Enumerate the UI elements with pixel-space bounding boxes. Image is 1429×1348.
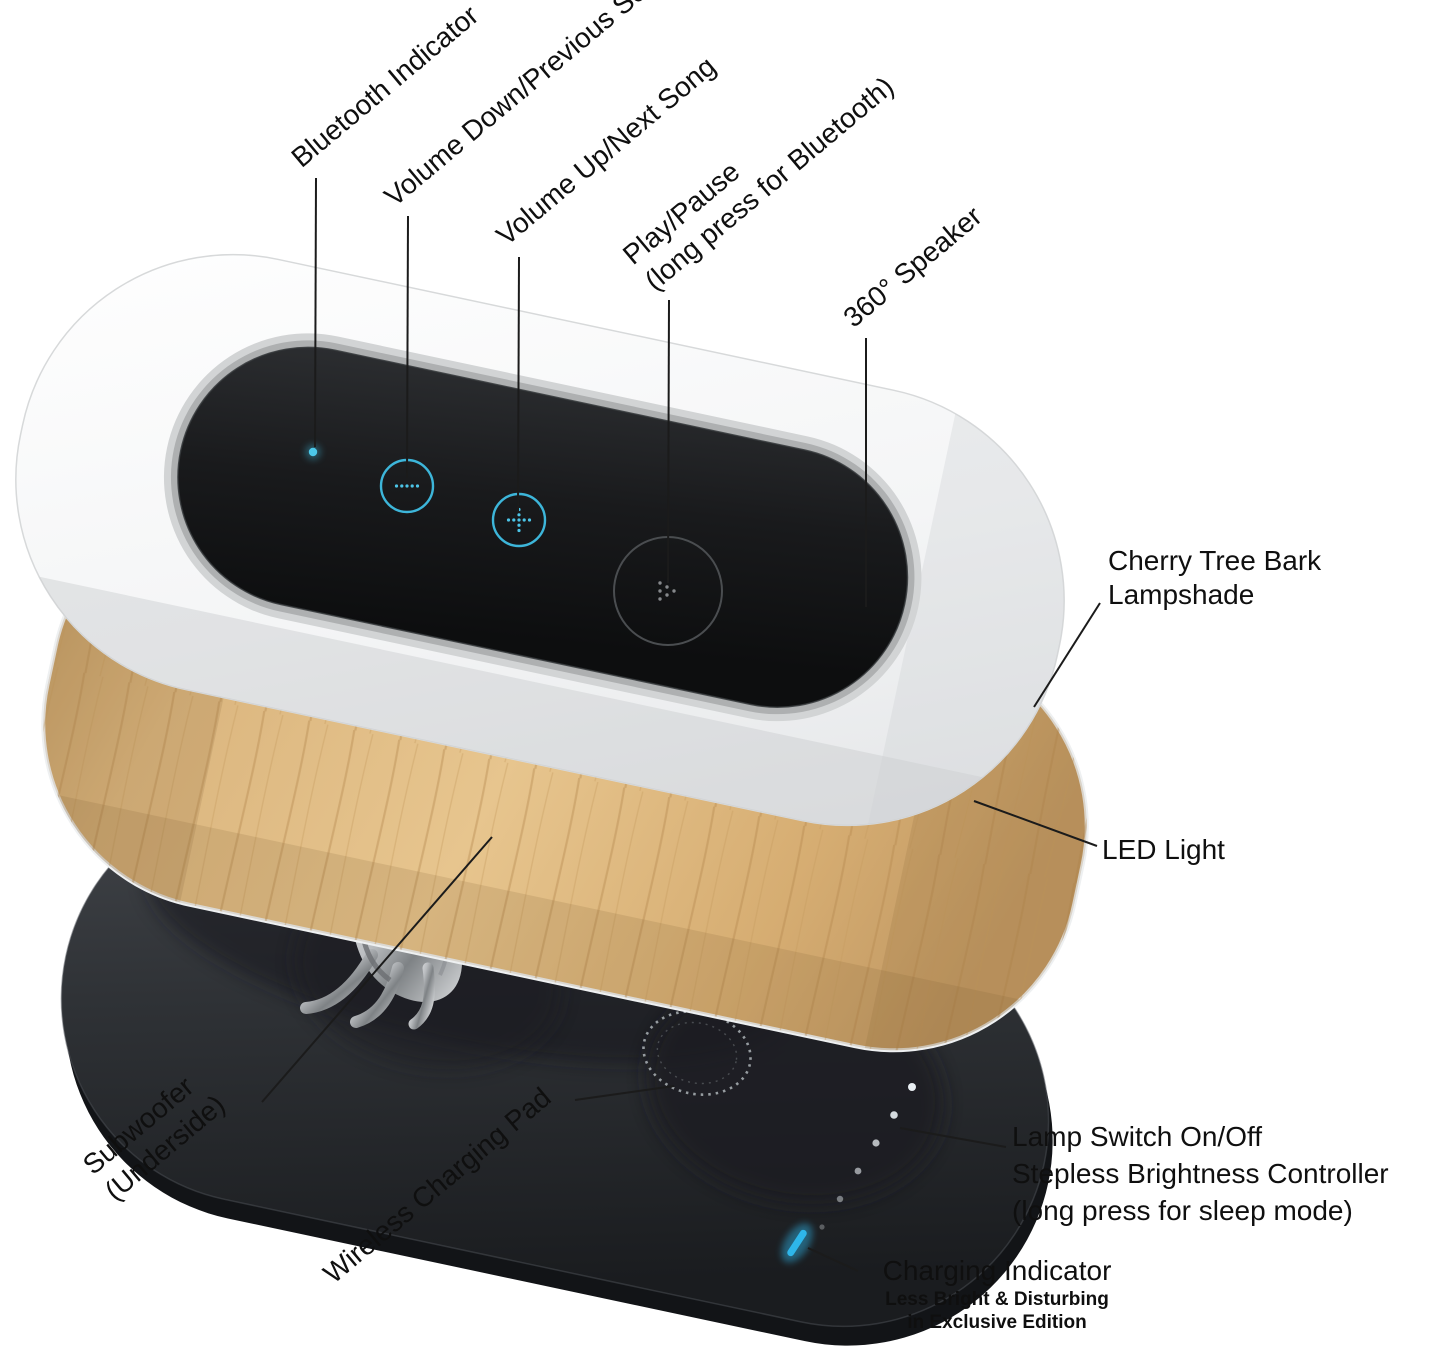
label-led-light: LED Light (1102, 834, 1225, 865)
label-lamp-switch-line1: Lamp Switch On/Off (1012, 1121, 1263, 1152)
label-lampshade-line2: Lampshade (1108, 579, 1255, 610)
charging-indicator-light (781, 1223, 813, 1263)
label-lamp-switch-line3: (long press for sleep mode) (1012, 1195, 1353, 1226)
label-lamp-switch-line2: Stepless Brightness Controller (1012, 1158, 1389, 1189)
led-brightness-dots (819, 1083, 916, 1230)
label-charging-indicator-title: Charging Indicator (882, 1255, 1112, 1286)
label-lampshade: Cherry Tree Bark Lampshade (1108, 544, 1321, 612)
label-charging-indicator-note2: in Exclusive Edition (907, 1312, 1087, 1333)
bluetooth-indicator-dot (308, 447, 318, 457)
label-charging-indicator-note1: Less Bright & Disturbing (885, 1289, 1109, 1310)
leader-lines (261, 177, 1101, 1272)
touch-controls (305, 444, 723, 646)
label-lampshade-line1: Cherry Tree Bark (1108, 545, 1322, 576)
lamp-top-surface (0, 253, 1105, 866)
speaker-panel (177, 347, 908, 708)
label-charging-indicator: Charging Indicator Less Bright & Disturb… (862, 1254, 1132, 1334)
label-lamp-switch: Lamp Switch On/Off Stepless Brightness C… (1012, 1118, 1389, 1229)
